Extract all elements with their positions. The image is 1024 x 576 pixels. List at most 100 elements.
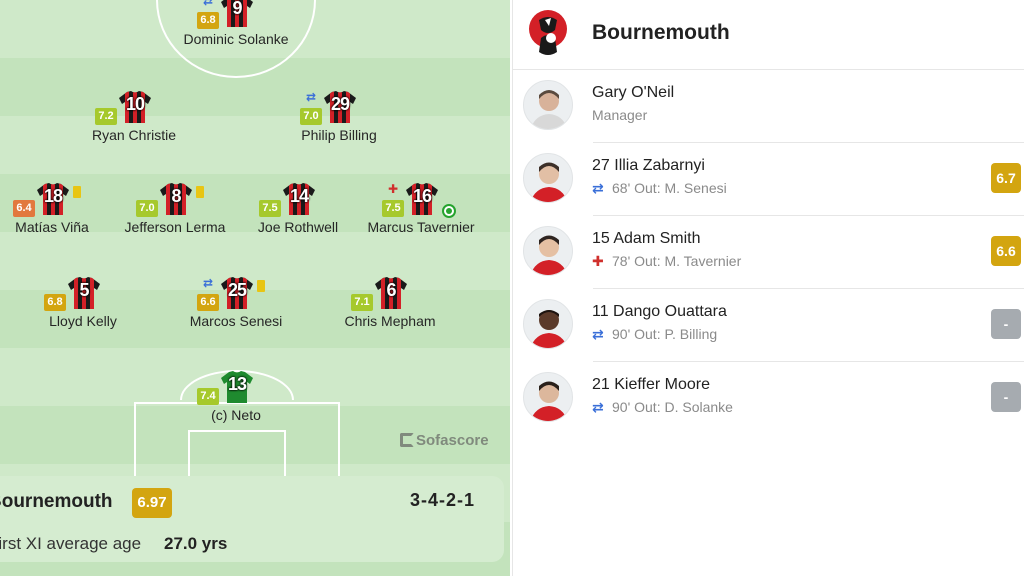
substitute-rating: 6.7 (991, 163, 1021, 193)
shirt-number: 10 (125, 94, 145, 114)
substitute-name: 11 Dango Ouattara (592, 303, 727, 320)
player-kelly[interactable]: 5 6.8 Lloyd Kelly (28, 276, 138, 346)
avatar (523, 80, 573, 130)
goalkeeper-shirt-icon: 13 (220, 370, 254, 404)
substitution-text: 90' Out: P. Billing (612, 326, 718, 342)
sofascore-logo-icon (400, 433, 414, 447)
player-neto[interactable]: 13 7.4 (c) Neto (181, 370, 291, 440)
substitute-row[interactable]: 11 Dango Ouattara ⇄ 90' Out: P. Billing - (513, 289, 1024, 362)
row-divider (593, 215, 1024, 216)
substitute-row[interactable]: 21 Kieffer Moore ⇄ 90' Out: D. Solanke - (513, 362, 1024, 435)
player-lerma[interactable]: 8 7.0 Jefferson Lerma (120, 182, 230, 252)
substitution-text: 68' Out: M. Senesi (612, 180, 727, 196)
player-name: Matías Viña (15, 219, 89, 235)
player-rating: 7.5 (382, 200, 404, 217)
shirt-number: 25 (227, 280, 247, 300)
substitution-icon: ⇄ (202, 276, 214, 290)
player-rating: 7.0 (300, 108, 322, 125)
substitution-icon: ⇄ (592, 180, 604, 196)
substitutes-panel: Bournemouth Gary O'Neil Manager 27 Illia… (512, 0, 1024, 576)
yellow-card-icon (73, 186, 81, 198)
football-icon (442, 204, 456, 218)
player-rating: 6.8 (44, 294, 66, 311)
substitution-detail: ⇄ 68' Out: M. Senesi (592, 180, 727, 197)
injury-substitution-icon: ✚ (592, 253, 604, 269)
row-divider (593, 361, 1024, 362)
shirt-icon: 5 (67, 276, 101, 310)
shirt-icon: 14 (282, 182, 316, 216)
substitution-icon: ⇄ (592, 326, 604, 342)
player-christie[interactable]: 10 7.2 Ryan Christie (79, 90, 189, 160)
shirt-icon: 18 (36, 182, 70, 216)
player-name: Joe Rothwell (257, 219, 339, 235)
substitution-text: 90' Out: D. Solanke (612, 399, 733, 415)
club-name: Bournemouth (592, 21, 730, 44)
shirt-icon: 16 (405, 182, 439, 216)
substitution-icon: ⇄ (202, 0, 214, 8)
row-divider (593, 142, 1024, 143)
substitute-rating: - (991, 382, 1021, 412)
shirt-number: 29 (330, 94, 350, 114)
shirt-number: 6 (386, 280, 396, 300)
player-solanke[interactable]: ⇄ 9 6.8 Dominic Solanke (181, 0, 291, 64)
player-name: Marcus Tavernier (367, 219, 475, 235)
player-name: Philip Billing (301, 127, 377, 143)
player-name: Ryan Christie (91, 127, 177, 143)
player-rothwell[interactable]: 14 7.5 Joe Rothwell (243, 182, 353, 252)
substitute-row[interactable]: 27 Illia Zabarnyi ⇄68' Out: M. Senesi 6.… (513, 143, 1024, 216)
average-age-value: 27.0 yrs (164, 534, 228, 553)
substitution-detail: ⇄ 90' Out: D. Solanke (592, 399, 733, 416)
team-name: Bournemouth (0, 491, 113, 512)
substitution-detail: ✚ 78' Out: M. Tavernier (592, 253, 741, 270)
player-name: Lloyd Kelly (49, 313, 117, 329)
substitute-row[interactable]: 15 Adam Smith ✚78' Out: M. Tavernier 6.6 (513, 216, 1024, 289)
substitute-rating: 6.6 (991, 236, 1021, 266)
shirt-number: 16 (412, 186, 432, 206)
substitution-text: 78' Out: M. Tavernier (612, 253, 742, 269)
manager-row[interactable]: Gary O'Neil Manager (513, 70, 1024, 143)
player-name: (c) Neto (211, 407, 261, 423)
formation: 3-4-2-1 (410, 490, 476, 510)
row-divider (593, 288, 1024, 289)
player-name: Chris Mepham (344, 313, 436, 329)
player-rating: 7.5 (259, 200, 281, 217)
shirt-number: 8 (171, 186, 181, 206)
manager-name: Gary O'Neil (592, 84, 675, 101)
shirt-number: 18 (43, 186, 63, 206)
player-rating: 7.0 (136, 200, 158, 217)
shirt-icon: 6 (374, 276, 408, 310)
substitution-icon: ⇄ (305, 90, 317, 104)
avatar (523, 299, 573, 349)
shirt-number: 9 (232, 0, 242, 18)
shirt-icon: 29 (323, 90, 357, 124)
player-vina[interactable]: 18 6.4 Matías Viña (0, 182, 107, 252)
player-name: Dominic Solanke (183, 31, 289, 47)
avatar (523, 226, 573, 276)
avatar (523, 153, 573, 203)
shirt-icon: 8 (159, 182, 193, 216)
substitute-rating: - (991, 309, 1021, 339)
player-billing[interactable]: ⇄ 29 7.0 Philip Billing (284, 90, 394, 160)
player-rating: 7.4 (197, 388, 219, 405)
substitution-detail: ⇄ 90' Out: P. Billing (592, 326, 717, 343)
team-summary-card: Bournemouth 6.97 3-4-2-1 First XI averag… (0, 476, 504, 562)
player-rating: 6.8 (197, 12, 219, 29)
player-senesi[interactable]: ⇄ 25 6.6 Marcos Senesi (181, 276, 291, 346)
manager-role: Manager (592, 107, 648, 123)
sofascore-watermark: Sofascore (400, 432, 489, 449)
watermark-text: Sofascore (416, 432, 489, 449)
shirt-icon: 10 (118, 90, 152, 124)
shirt-icon: 9 (220, 0, 254, 28)
substitution-icon: ⇄ (592, 399, 604, 415)
player-tavernier[interactable]: ✚ 16 7.5 Marcus Tavernier (366, 182, 476, 252)
yellow-card-icon (196, 186, 204, 198)
avatar (523, 372, 573, 422)
player-rating: 7.2 (95, 108, 117, 125)
player-name: Marcos Senesi (189, 313, 283, 329)
substitute-name: 21 Kieffer Moore (592, 376, 710, 393)
club-crest-icon (527, 8, 569, 58)
shirt-number: 13 (227, 374, 247, 394)
player-name: Jefferson Lerma (124, 219, 226, 235)
player-mepham[interactable]: 6 7.1 Chris Mepham (335, 276, 445, 346)
average-age-label: First XI average age (0, 534, 142, 553)
